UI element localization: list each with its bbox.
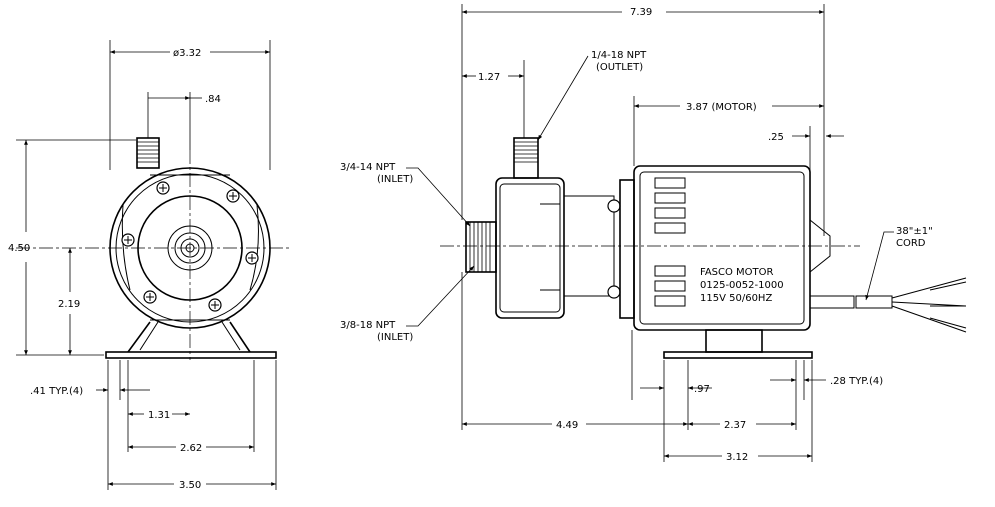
motor: FASCO MOTOR 0125-0052-1000 115V 50/60HZ bbox=[633, 165, 831, 331]
power-cord bbox=[809, 277, 967, 333]
dim-base-width: 3.50 bbox=[179, 480, 201, 491]
side-view: FASCO MOTOR 0125-0052-1000 115V 50/60HZ … bbox=[340, 4, 967, 463]
inlet-fitting bbox=[465, 221, 497, 273]
dim-cord-offset: .25 bbox=[768, 132, 784, 143]
inlet-small-label-1: 3/8-18 NPT bbox=[340, 320, 396, 331]
dim-hole-spacing: 2.62 bbox=[180, 443, 202, 454]
outlet-fitting-side bbox=[513, 137, 539, 179]
dim-motor-length: 3.87 (MOTOR) bbox=[686, 102, 757, 113]
dim-mount-length: 3.12 bbox=[726, 452, 748, 463]
dim-outlet-from-inlet: 1.27 bbox=[478, 72, 500, 83]
dim-diameter: ø3.32 bbox=[173, 48, 201, 59]
outlet-label-2: (OUTLET) bbox=[596, 62, 643, 73]
screw-icon bbox=[121, 181, 259, 312]
dim-mount-hole: .97 bbox=[694, 384, 710, 395]
dim-height: 4.50 bbox=[8, 243, 30, 254]
dim-slot-front: .41 TYP.(4) bbox=[30, 386, 83, 397]
cord-label-2: CORD bbox=[896, 238, 926, 249]
motor-label-2: 0125-0052-1000 bbox=[700, 280, 784, 291]
motor-label-3: 115V 50/60HZ bbox=[700, 293, 772, 304]
dim-outlet-offset: .84 bbox=[205, 94, 221, 105]
inlet-large-label-1: 3/4-14 NPT bbox=[340, 162, 396, 173]
inlet-small-label-2: (INLET) bbox=[377, 332, 413, 343]
dim-slot-side: .28 TYP.(4) bbox=[830, 376, 883, 387]
motor-label-1: FASCO MOTOR bbox=[700, 267, 774, 278]
dim-half-base: 1.31 bbox=[148, 410, 170, 421]
dim-overall-length: 7.39 bbox=[630, 7, 652, 18]
dim-center-height: 2.19 bbox=[58, 299, 80, 310]
dim-to-mount: 4.49 bbox=[556, 420, 578, 431]
cord-label-1: 38"±1" bbox=[896, 226, 933, 237]
outlet-label-1: 1/4-18 NPT bbox=[591, 50, 647, 61]
dim-mount-spacing: 2.37 bbox=[724, 420, 746, 431]
outlet-fitting bbox=[136, 137, 160, 169]
inlet-large-label-2: (INLET) bbox=[377, 174, 413, 185]
front-view: ø3.32 .84 4.50 2.19 .41 TYP.(4) 1.31 bbox=[8, 40, 290, 491]
